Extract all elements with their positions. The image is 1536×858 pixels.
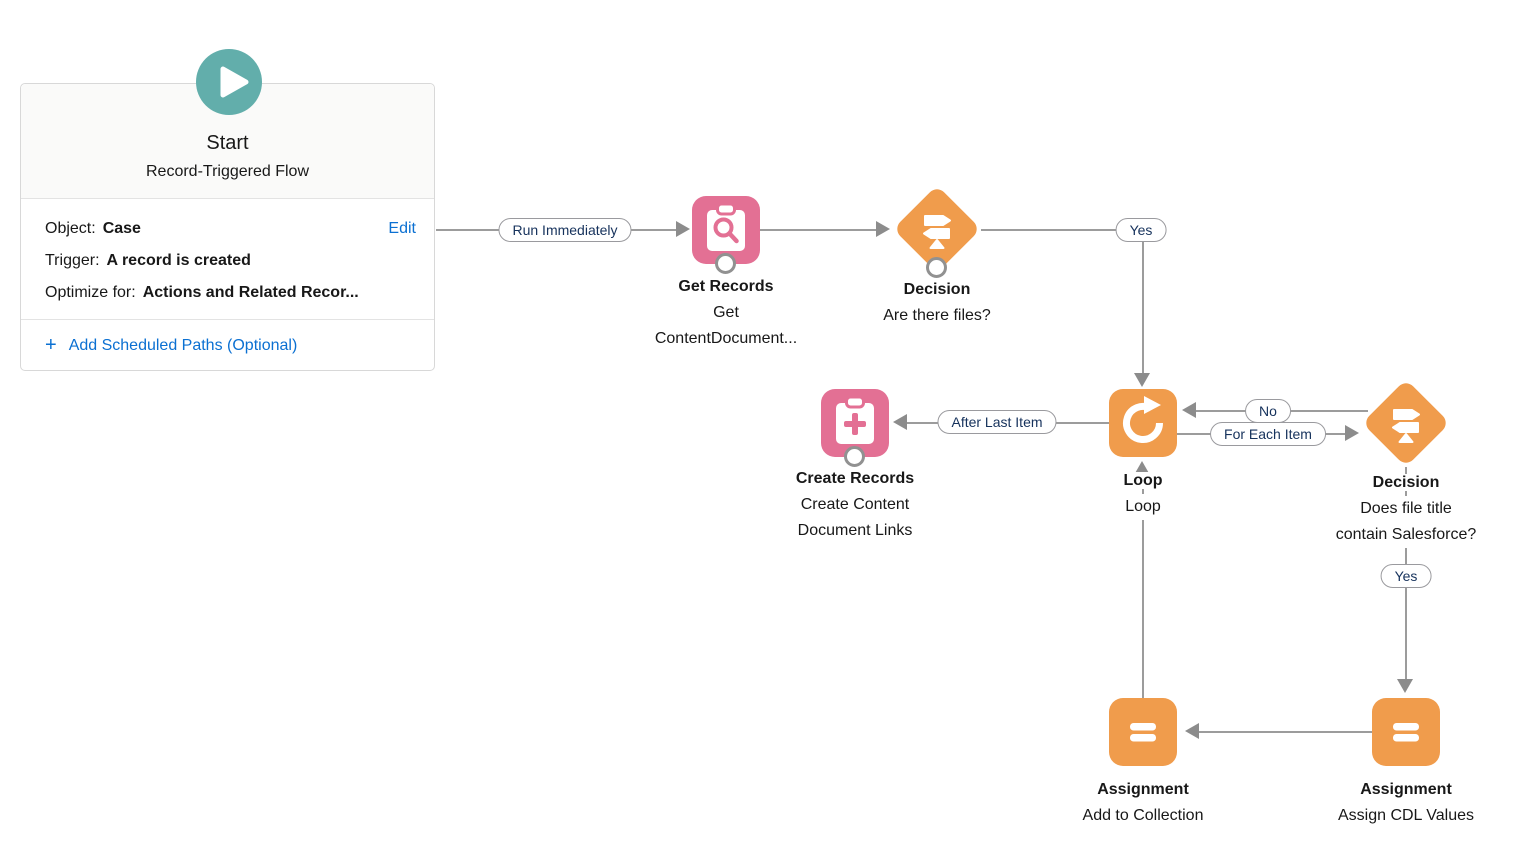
connector-getrecords-to-decision: [760, 229, 876, 231]
decision-signpost-icon: [1392, 409, 1420, 443]
start-subtitle: Record-Triggered Flow: [145, 163, 309, 180]
assignment-cdl-title: Assignment: [1355, 781, 1457, 798]
start-object-row: Object: Case Edit: [45, 213, 416, 245]
yes-pill-files: Yes: [1115, 218, 1167, 242]
object-value: Case: [102, 220, 141, 237]
create-records-connector-handle: [844, 446, 865, 467]
play-triangle-icon: [220, 66, 249, 98]
arrowhead-into-assignment-collection: [1185, 723, 1199, 739]
arrowhead-into-loop-right: [1182, 402, 1196, 418]
object-label: Object:: [45, 220, 96, 237]
assignment-assign-cdl-node[interactable]: [1372, 698, 1440, 766]
start-title: Start: [206, 132, 249, 154]
run-immediately-pill: Run Immediately: [498, 218, 632, 242]
optimize-value: Actions and Related Recor...: [142, 284, 359, 301]
trigger-label: Trigger:: [45, 252, 100, 269]
after-last-item-pill: After Last Item: [937, 410, 1057, 434]
arrowhead-into-loop-bottom: [1134, 461, 1150, 475]
create-records-desc: Create Content Document Links: [792, 492, 918, 544]
record-lookup-icon: [707, 202, 745, 251]
record-create-icon: [836, 395, 874, 444]
for-each-item-pill: For Each Item: [1210, 422, 1326, 446]
no-pill: No: [1245, 399, 1291, 423]
add-scheduled-paths-button[interactable]: + Add Scheduled Paths (Optional): [21, 319, 434, 358]
assignment-equals-icon: [1393, 723, 1419, 742]
assignment-cdl-desc: Assign CDL Values: [1332, 803, 1480, 829]
decision-signpost-icon: [923, 215, 951, 249]
add-scheduled-paths-label: Add Scheduled Paths (Optional): [68, 337, 298, 354]
trigger-value: A record is created: [106, 252, 251, 269]
loop-icon: [1123, 396, 1163, 443]
create-records-node[interactable]: [821, 389, 889, 457]
loop-label: Loop Loop: [1018, 468, 1268, 520]
create-records-label: Create Records Create Content Document L…: [730, 466, 980, 544]
assignment-add-desc: Add to Collection: [1077, 803, 1209, 829]
connector-collection-to-loop: [1142, 473, 1144, 698]
assignment-equals-icon: [1130, 723, 1156, 742]
get-records-desc: Get ContentDocument...: [649, 300, 803, 352]
arrowhead-into-decision-title: [1345, 425, 1359, 441]
decision-file-title-desc: Does file title contain Salesforce?: [1330, 496, 1482, 548]
get-records-node[interactable]: [692, 196, 760, 264]
decision-file-title-label: Decision Does file title contain Salesfo…: [1281, 470, 1531, 548]
loop-desc: Loop: [1120, 494, 1166, 520]
assignment-add-to-collection-node[interactable]: [1109, 698, 1177, 766]
start-play-icon[interactable]: [196, 49, 262, 115]
connector-cdl-to-collection: [1197, 731, 1372, 733]
decision-files-label: Decision Are there files?: [812, 277, 1062, 329]
assignment-add-title: Assignment: [1092, 781, 1194, 798]
get-records-label: Get Records Get ContentDocument...: [601, 274, 851, 352]
start-trigger-row: Trigger: A record is created: [45, 245, 416, 277]
decision-file-title-node[interactable]: [1362, 379, 1450, 467]
decision-files-node[interactable]: [893, 185, 981, 273]
optimize-label: Optimize for:: [45, 284, 136, 301]
get-records-connector-handle: [715, 253, 736, 274]
start-card-body: Object: Case Edit Trigger: A record is c…: [21, 199, 434, 319]
decision-files-title: Decision: [898, 281, 976, 298]
arrowhead-into-createrecords: [893, 414, 907, 430]
loop-node[interactable]: [1109, 389, 1177, 457]
yes-pill-title: Yes: [1380, 564, 1432, 588]
start-optimize-row: Optimize for: Actions and Related Recor.…: [45, 277, 416, 309]
decision-files-connector-handle: [926, 257, 947, 278]
arrowhead-into-getrecords: [676, 221, 690, 237]
loop-title: Loop: [1118, 472, 1168, 489]
create-records-title: Create Records: [790, 470, 920, 487]
assignment-add-to-collection-label: Assignment Add to Collection: [1018, 777, 1268, 829]
arrowhead-into-loop-top: [1134, 373, 1150, 387]
assignment-assign-cdl-label: Assignment Assign CDL Values: [1281, 777, 1531, 829]
connector-decision-yes-vertical: [1142, 229, 1144, 375]
start-node-card[interactable]: Start Record-Triggered Flow Object: Case…: [20, 83, 435, 371]
decision-file-title-title: Decision: [1367, 474, 1445, 491]
get-records-title: Get Records: [673, 278, 779, 295]
arrowhead-into-assignment-cdl: [1397, 679, 1413, 693]
decision-files-desc: Are there files?: [878, 303, 996, 329]
edit-button[interactable]: Edit: [388, 220, 416, 237]
connector-decision-yes-horizontal: [981, 229, 1143, 231]
arrowhead-into-decision-files: [876, 221, 890, 237]
plus-icon: +: [45, 334, 57, 356]
